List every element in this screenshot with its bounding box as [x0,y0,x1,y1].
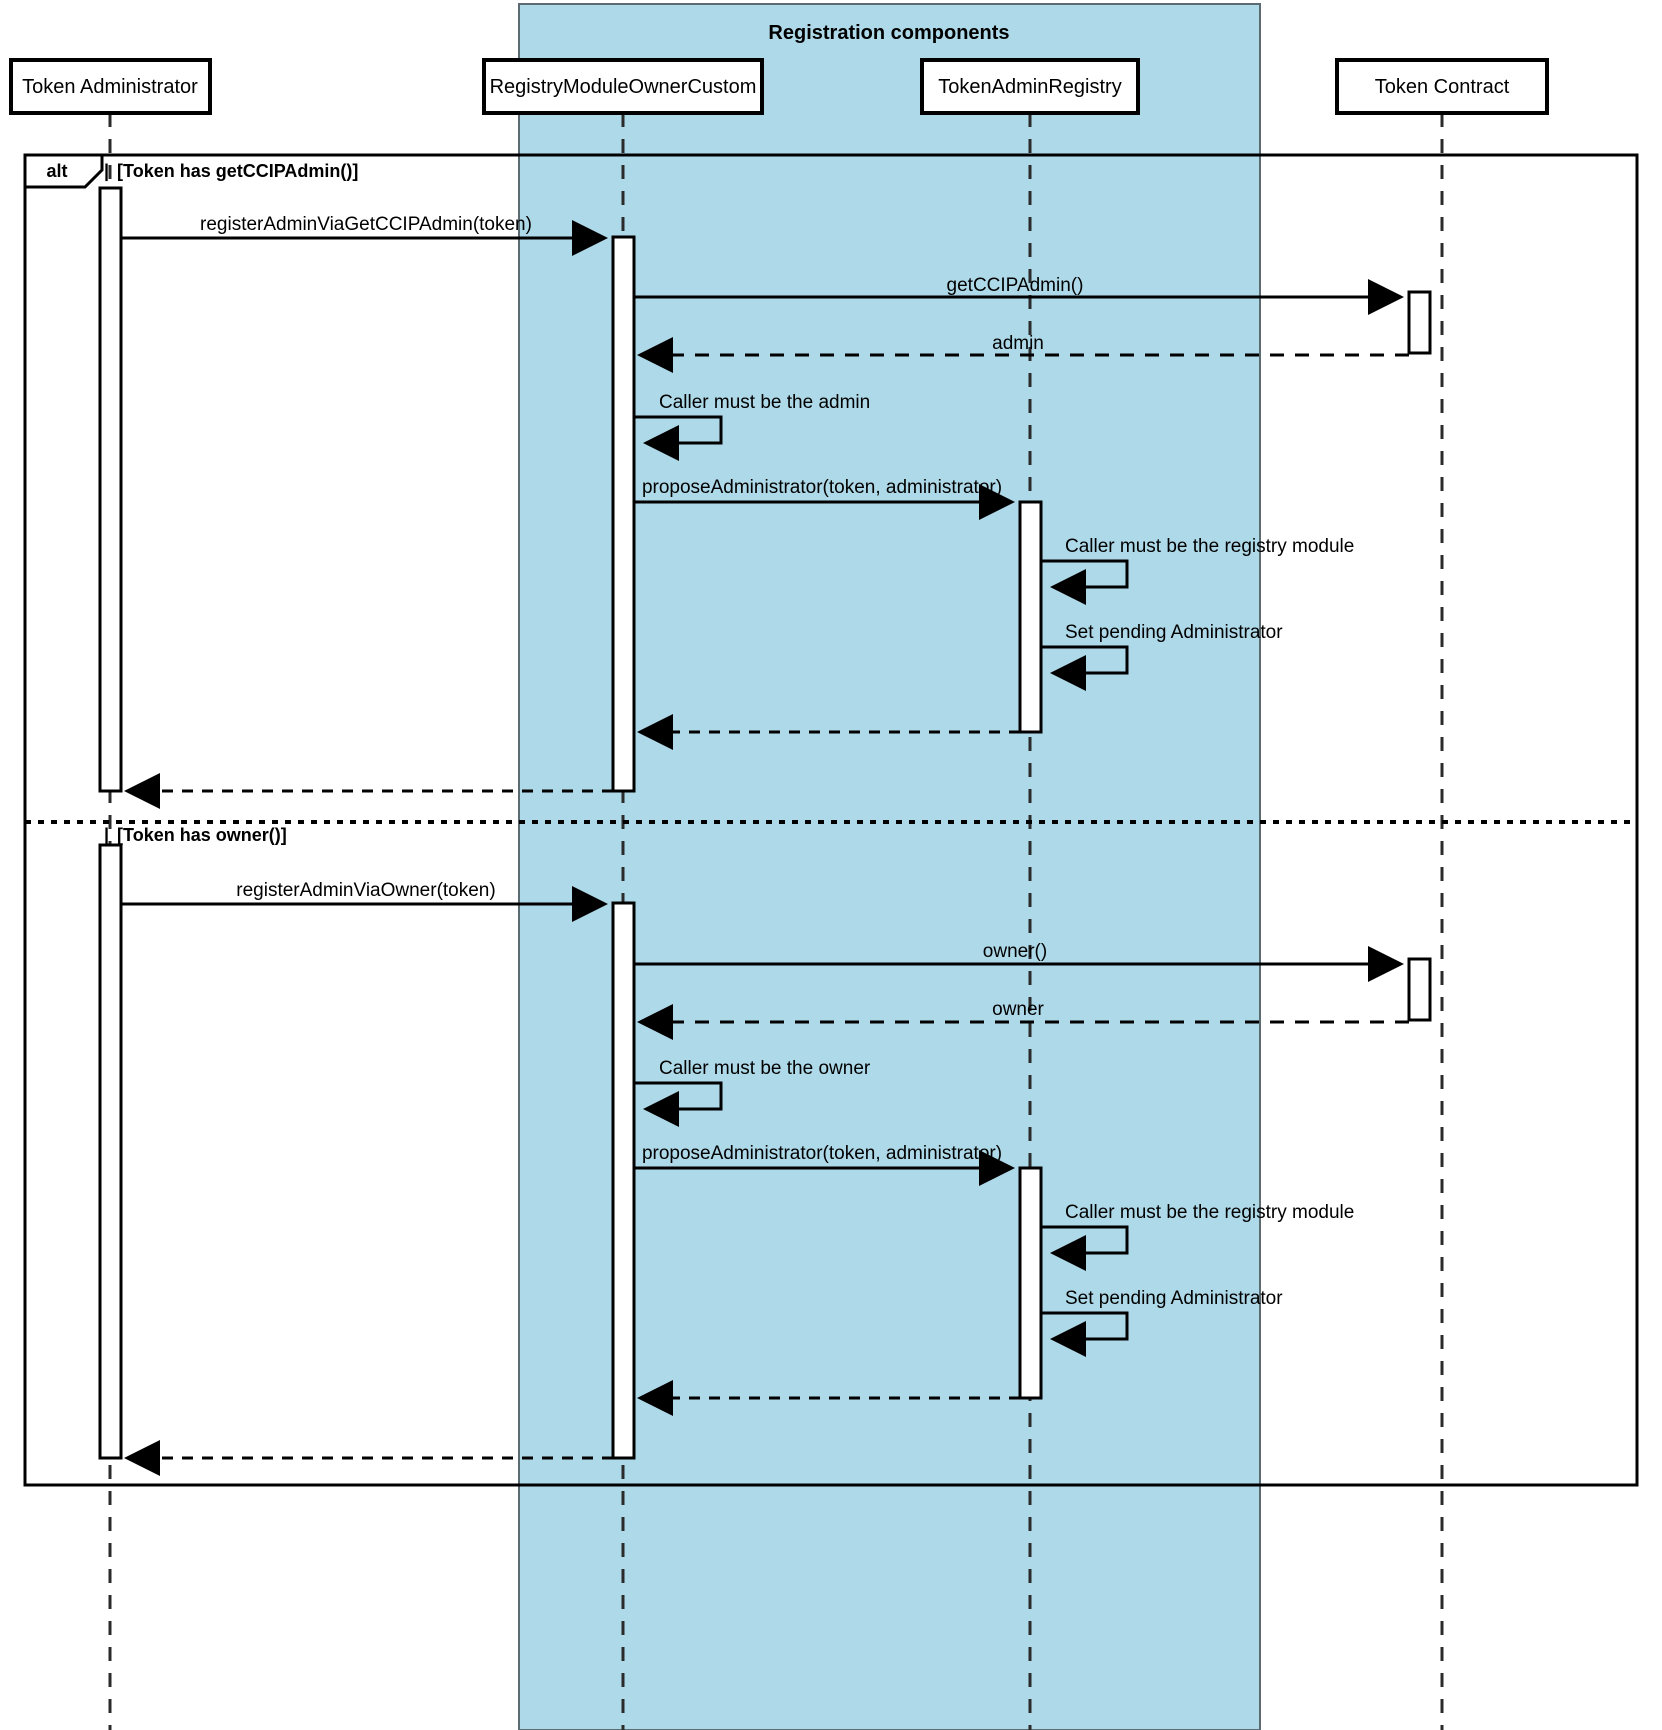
self-message-caller-must-be-the-registry-module-1: Caller must be the registry module [1041,536,1354,605]
self-message-path [1041,1225,1129,1271]
message-label: Caller must be the registry module [1065,536,1354,557]
activation-bars-operand-2 [98,843,1432,1460]
self-message-path [1041,559,1129,605]
message-label: owner() [983,941,1047,962]
alt-operator-label: alt [46,161,67,181]
participant-box [9,58,212,115]
activation-token-admin-registry-2 [1018,1166,1043,1400]
message-admin-return: admin [637,333,1409,373]
participant-token-admin-registry[interactable]: TokenAdminRegistry [920,58,1140,115]
participant-box [920,58,1140,115]
participant-box [482,58,764,115]
message-owner-call: owner() [634,941,1404,982]
self-message-caller-must-be-the-owner: Caller must be the owner [634,1058,871,1127]
group-frame-title: Registration components [768,22,1009,44]
message-label: Caller must be the admin [659,392,870,413]
activation-token-administrator-2 [98,843,123,1460]
self-message-caller-must-be-the-registry-module-2: Caller must be the registry module [1041,1202,1354,1271]
message-label: admin [992,333,1044,354]
combined-fragment-alt: alt |[Token has getCCIPAdmin()] |[Token … [23,153,1639,1487]
participant-label: TokenAdminRegistry [938,76,1121,98]
message-owner-return: owner [637,999,1409,1040]
message-label: registerAdminViaGetCCIPAdmin(token) [200,214,532,235]
message-register-admin-via-get-ccip-admin: registerAdminViaGetCCIPAdmin(token) [121,214,608,256]
message-propose-administrator-1: proposeAdministrator(token, administrato… [634,477,1015,520]
activation-bars-operand-1 [98,186,1432,793]
activation-token-administrator-1 [98,186,123,793]
participant-label: Token Contract [1375,76,1510,98]
alt-guard-2: |[Token has owner()] [104,825,287,845]
message-propose-administrator-2: proposeAdministrator(token, administrato… [634,1143,1015,1186]
message-register-admin-via-owner: registerAdminViaOwner(token) [121,880,608,922]
activation-token-admin-registry-1 [1018,500,1043,734]
self-message-path [634,1081,723,1127]
message-label: owner [992,999,1044,1020]
group-frame-registration-components: Registration components [518,3,1261,1730]
message-label: getCCIPAdmin() [947,275,1084,296]
activation-token-contract-2 [1407,957,1432,1022]
self-message-path [634,415,723,461]
alt-guard-1: |[Token has getCCIPAdmin()] [104,161,358,181]
activation-token-contract-1 [1407,290,1432,355]
self-message-path [1041,1311,1129,1357]
participant-token-contract[interactable]: Token Contract [1335,58,1549,115]
activation-registry-module-1 [611,235,636,793]
activation-registry-module-2 [611,901,636,1460]
message-label: Set pending Administrator [1065,1288,1283,1309]
self-message-caller-must-be-the-admin: Caller must be the admin [634,392,870,461]
message-label: Set pending Administrator [1065,622,1283,643]
participant-box [1335,58,1549,115]
message-label: registerAdminViaOwner(token) [236,880,495,901]
self-message-path [1041,645,1129,691]
alt-operator-tag [23,153,104,189]
participant-label: RegistryModuleOwnerCustom [490,76,757,98]
self-message-set-pending-administrator-2: Set pending Administrator [1041,1288,1283,1357]
message-label: proposeAdministrator(token, administrato… [642,477,1002,498]
message-get-ccip-admin: getCCIPAdmin() [634,275,1404,315]
message-label: proposeAdministrator(token, administrato… [642,1143,1002,1164]
participant-registry-module-owner-custom[interactable]: RegistryModuleOwnerCustom [482,58,764,115]
participant-token-administrator[interactable]: Token Administrator [9,58,212,115]
participant-label: Token Administrator [22,76,198,98]
group-frame-background [518,3,1261,1730]
message-label: Caller must be the registry module [1065,1202,1354,1223]
message-label: Caller must be the owner [659,1058,871,1079]
self-message-set-pending-administrator-1: Set pending Administrator [1041,622,1283,691]
